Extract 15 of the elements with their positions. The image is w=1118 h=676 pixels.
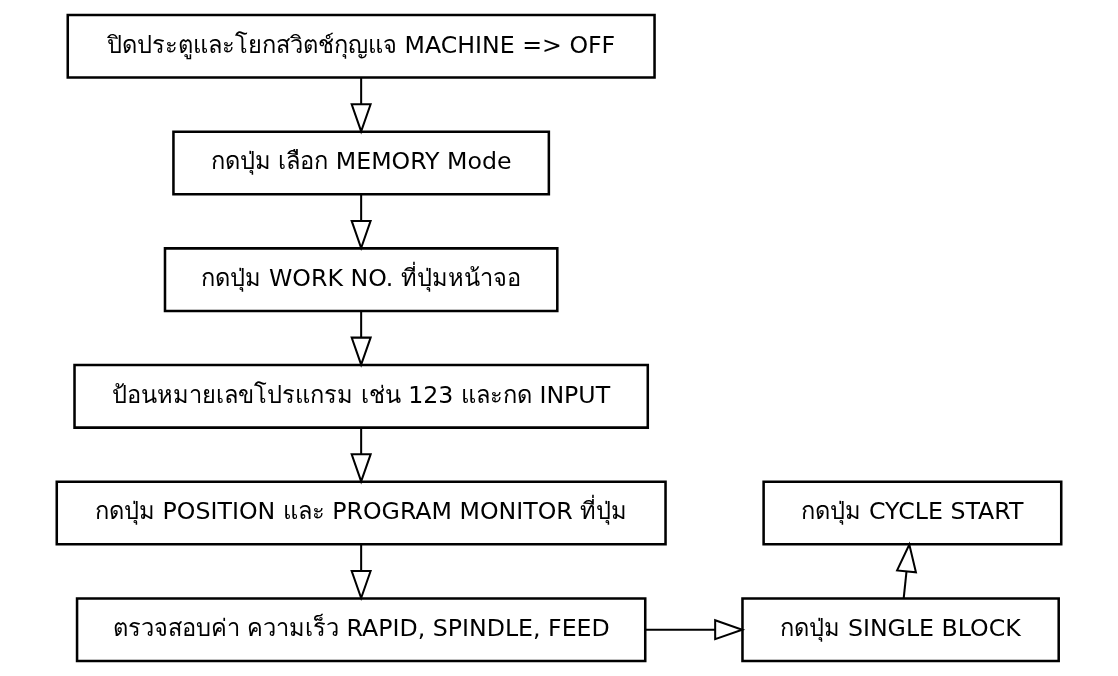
node-box: ปิดประตูและโยกสวิตช์กุญแจ MACHINE => OFF: [66, 13, 656, 79]
node-box: ตรวจสอบค่า ความเร็ว RAPID, SPINDLE, FEED: [75, 597, 647, 663]
node-box: กดปุ่ม POSITION และ PROGRAM MONITOR ที่ปุ่ม: [55, 480, 667, 546]
node-box: กดปุ่ม WORK NO. ที่ปุ่มหน้าจอ: [163, 247, 559, 313]
node-box: กดปุ่ม SINGLE BLOCK: [741, 597, 1060, 663]
arrow: [895, 541, 918, 599]
arrow: [350, 77, 373, 135]
arrow: [350, 544, 373, 602]
node-box: ป้อนหมายเลขโปรแกรม เช่น 123 และกด INPUT: [73, 363, 650, 429]
arrow: [350, 427, 373, 485]
arrow: [350, 311, 373, 368]
node-box: กดปุ่ม CYCLE START: [762, 480, 1063, 546]
arrow: [350, 194, 373, 252]
node-box: กดปุ่ม เลือก MEMORY Mode: [172, 130, 551, 196]
arrow: [645, 618, 746, 641]
